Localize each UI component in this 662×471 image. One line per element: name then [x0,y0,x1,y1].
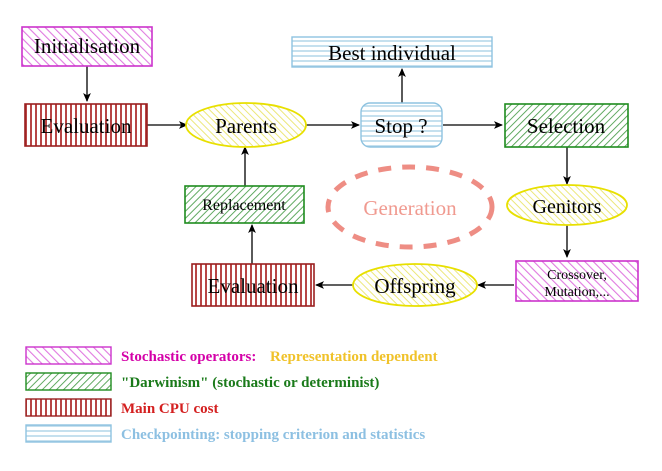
node-replacement[interactable]: Replacement [184,185,305,224]
node-generation: Generation [325,164,495,250]
node-best-individual-label: Best individual [328,41,456,65]
legend-swatch-green-diagonal-hatch [25,372,112,391]
legend-label-primary-1: "Darwinism" (stochastic or determinist) [121,375,379,391]
node-parents-label: Parents [215,114,277,138]
node-initialisation-label: Initialisation [34,34,141,58]
node-genitors[interactable]: Genitors [506,184,628,226]
legend-label-primary-2: Main CPU cost [121,401,219,417]
legend-swatch-blue-horizontal-lines [25,424,112,443]
node-replacement-label: Replacement [202,197,286,214]
legend-swatch-magenta-diagonal-hatch [25,346,112,365]
node-offspring[interactable]: Offspring [352,263,478,307]
legend: Stochastic operators: Representation dep… [25,346,438,443]
node-evaluation-bottom[interactable]: Evaluation [191,263,315,307]
node-best-individual[interactable]: Best individual [291,36,493,68]
edge-layer [83,66,571,289]
legend-item-checkpointing: Checkpointing: stopping criterion and st… [25,424,425,443]
node-crossover-mutation[interactable]: Crossover, Mutation,... [515,260,639,302]
legend-item-stochastic-operators: Stochastic operators: Representation dep… [25,346,438,365]
node-crossover-label-line2: Mutation,... [544,285,609,300]
node-evaluation-top-label: Evaluation [41,114,132,138]
node-parents[interactable]: Parents [185,102,307,148]
node-crossover-label-line1: Crossover, [547,268,607,283]
node-generation-label: Generation [363,196,457,220]
node-evaluation-bottom-label: Evaluation [208,274,299,298]
node-initialisation[interactable]: Initialisation [21,26,153,67]
node-stop-label: Stop ? [374,114,427,138]
legend-label-primary-0: Stochastic operators: [121,349,256,365]
node-evaluation-top[interactable]: Evaluation [24,103,148,147]
legend-label-secondary-0: Representation dependent [270,349,438,365]
legend-item-main-cpu-cost: Main CPU cost [25,398,219,417]
node-selection-label: Selection [527,114,606,138]
legend-swatch-red-vertical-lines [25,398,112,417]
node-offspring-label: Offspring [374,274,456,298]
legend-item-darwinism: "Darwinism" (stochastic or determinist) [25,372,379,391]
legend-label-primary-3: Checkpointing: stopping criterion and st… [121,427,425,443]
node-selection[interactable]: Selection [504,103,629,148]
node-stop[interactable]: Stop ? [360,102,443,148]
node-genitors-label: Genitors [533,196,602,218]
